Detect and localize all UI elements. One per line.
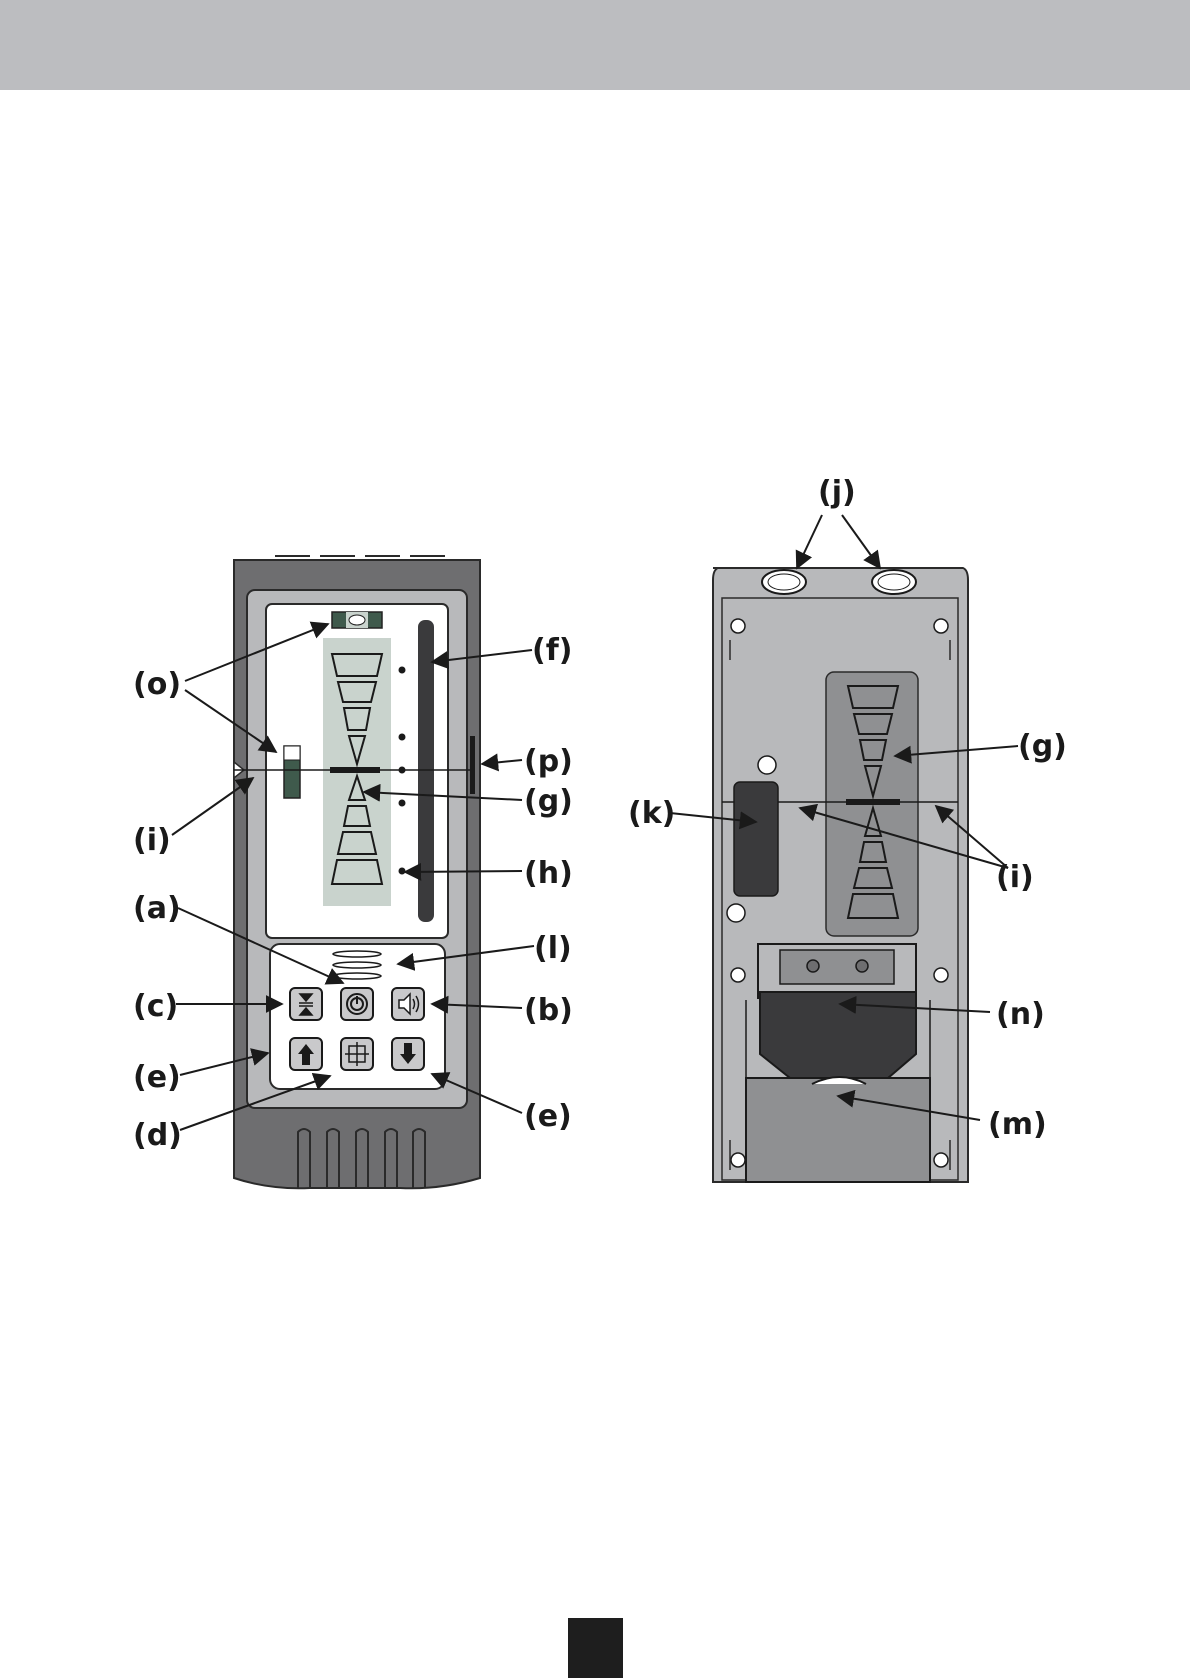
label-o: (o) bbox=[133, 667, 181, 702]
battery-cover bbox=[746, 1078, 930, 1182]
label-f: (f) bbox=[532, 633, 572, 668]
label-a: (a) bbox=[133, 891, 181, 926]
detection-window bbox=[418, 620, 434, 922]
label-e-right: (e) bbox=[524, 1099, 572, 1134]
button-down[interactable] bbox=[392, 1038, 424, 1070]
label-i-back: (i) bbox=[996, 860, 1034, 895]
label-k: (k) bbox=[628, 796, 675, 831]
label-n: (n) bbox=[996, 997, 1045, 1032]
label-e-left: (e) bbox=[133, 1060, 181, 1095]
magnet bbox=[734, 782, 778, 896]
button-volume[interactable] bbox=[392, 988, 424, 1020]
power-icon bbox=[347, 994, 367, 1014]
crosshair-icon bbox=[345, 1042, 369, 1066]
button-up[interactable] bbox=[290, 1038, 322, 1070]
label-i-front: (i) bbox=[133, 823, 171, 858]
clamp-mount bbox=[758, 944, 916, 1078]
label-h: (h) bbox=[524, 856, 573, 891]
label-g-back: (g) bbox=[1018, 729, 1067, 764]
side-bubble-level bbox=[284, 746, 300, 798]
button-sensitivity[interactable] bbox=[290, 988, 322, 1020]
side-mark bbox=[470, 736, 475, 794]
top-bubble-level bbox=[332, 612, 382, 628]
button-power[interactable] bbox=[341, 988, 373, 1020]
button-centre[interactable] bbox=[341, 1038, 373, 1070]
label-c: (c) bbox=[133, 989, 178, 1024]
label-l: (l) bbox=[534, 931, 572, 966]
back-view bbox=[713, 568, 968, 1182]
label-d: (d) bbox=[133, 1118, 182, 1153]
label-m: (m) bbox=[988, 1107, 1047, 1142]
label-p: (p) bbox=[524, 744, 573, 779]
label-g-front: (g) bbox=[524, 784, 573, 819]
label-b: (b) bbox=[524, 993, 573, 1028]
label-j: (j) bbox=[818, 475, 856, 510]
